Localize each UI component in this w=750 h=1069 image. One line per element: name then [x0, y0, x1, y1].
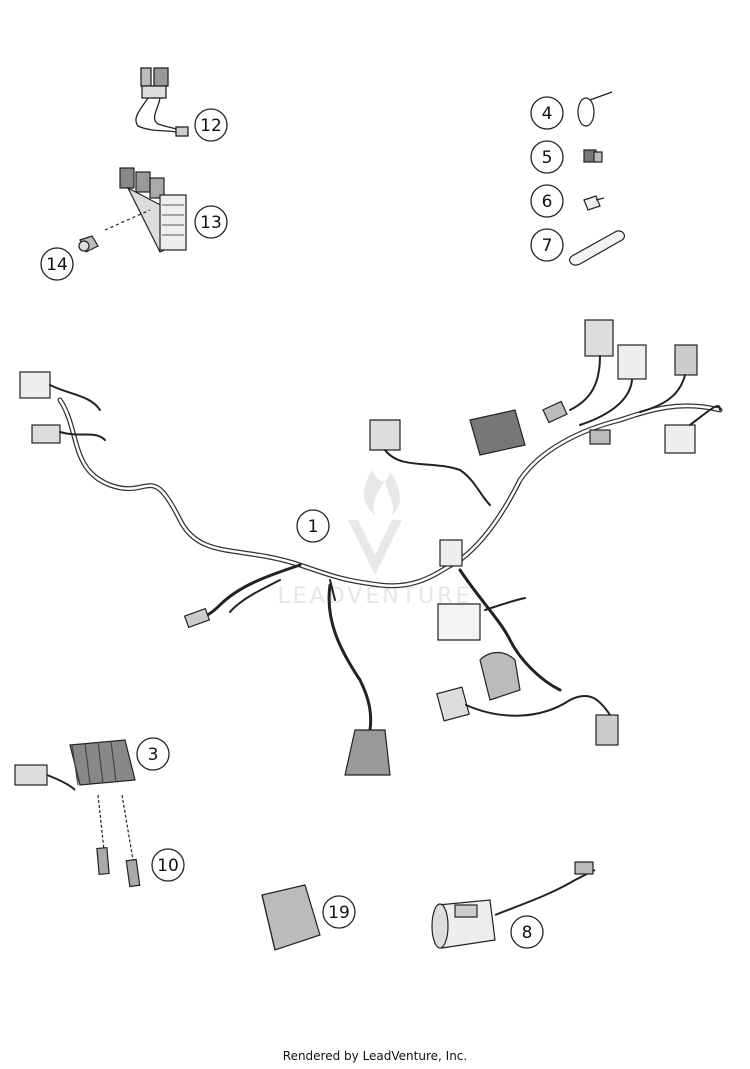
part-1-main-harness: [19, 319, 723, 776]
part-13-fuse-box: [104, 167, 187, 253]
callout-5: 5: [530, 140, 564, 174]
callout-8: 8: [510, 915, 544, 949]
callout-13: 13: [194, 205, 228, 239]
callout-5-label: 5: [542, 148, 553, 168]
callout-6: 6: [530, 184, 564, 218]
callout-10: 10: [151, 848, 185, 882]
part-8-motor: [431, 861, 596, 949]
callout-3: 3: [136, 737, 170, 771]
callout-14-label: 14: [46, 255, 68, 275]
callout-1-label: 1: [308, 517, 319, 537]
callout-8-label: 8: [522, 923, 533, 943]
callout-4-label: 4: [542, 104, 553, 124]
callout-7-label: 7: [542, 236, 553, 256]
part-19-cover: [261, 884, 321, 951]
callout-19: 19: [322, 895, 356, 929]
callout-13-label: 13: [200, 213, 222, 233]
callout-3-label: 3: [148, 745, 159, 765]
callout-12: 12: [194, 108, 228, 142]
footer-credit: Rendered by LeadVenture, Inc.: [282, 1049, 468, 1063]
callout-10-label: 10: [157, 856, 179, 876]
callout-7: 7: [530, 228, 564, 262]
part-5-connector: [583, 149, 603, 163]
diagram-panel: [10, 65, 740, 955]
callout-1: 1: [296, 509, 330, 543]
part-14-plug: [78, 235, 99, 253]
part-10-bolts: [96, 794, 141, 888]
part-7-strap: [568, 230, 626, 266]
callout-6-label: 6: [542, 192, 553, 212]
part-12-harness: [135, 67, 189, 137]
callout-4: 4: [530, 96, 564, 130]
part-6-clip: [583, 195, 605, 211]
part-4-cable-tie: [577, 91, 613, 127]
callout-12-label: 12: [200, 116, 222, 136]
callout-19-label: 19: [328, 903, 350, 923]
part-3-regulator: [14, 739, 136, 791]
callout-14: 14: [40, 247, 74, 281]
